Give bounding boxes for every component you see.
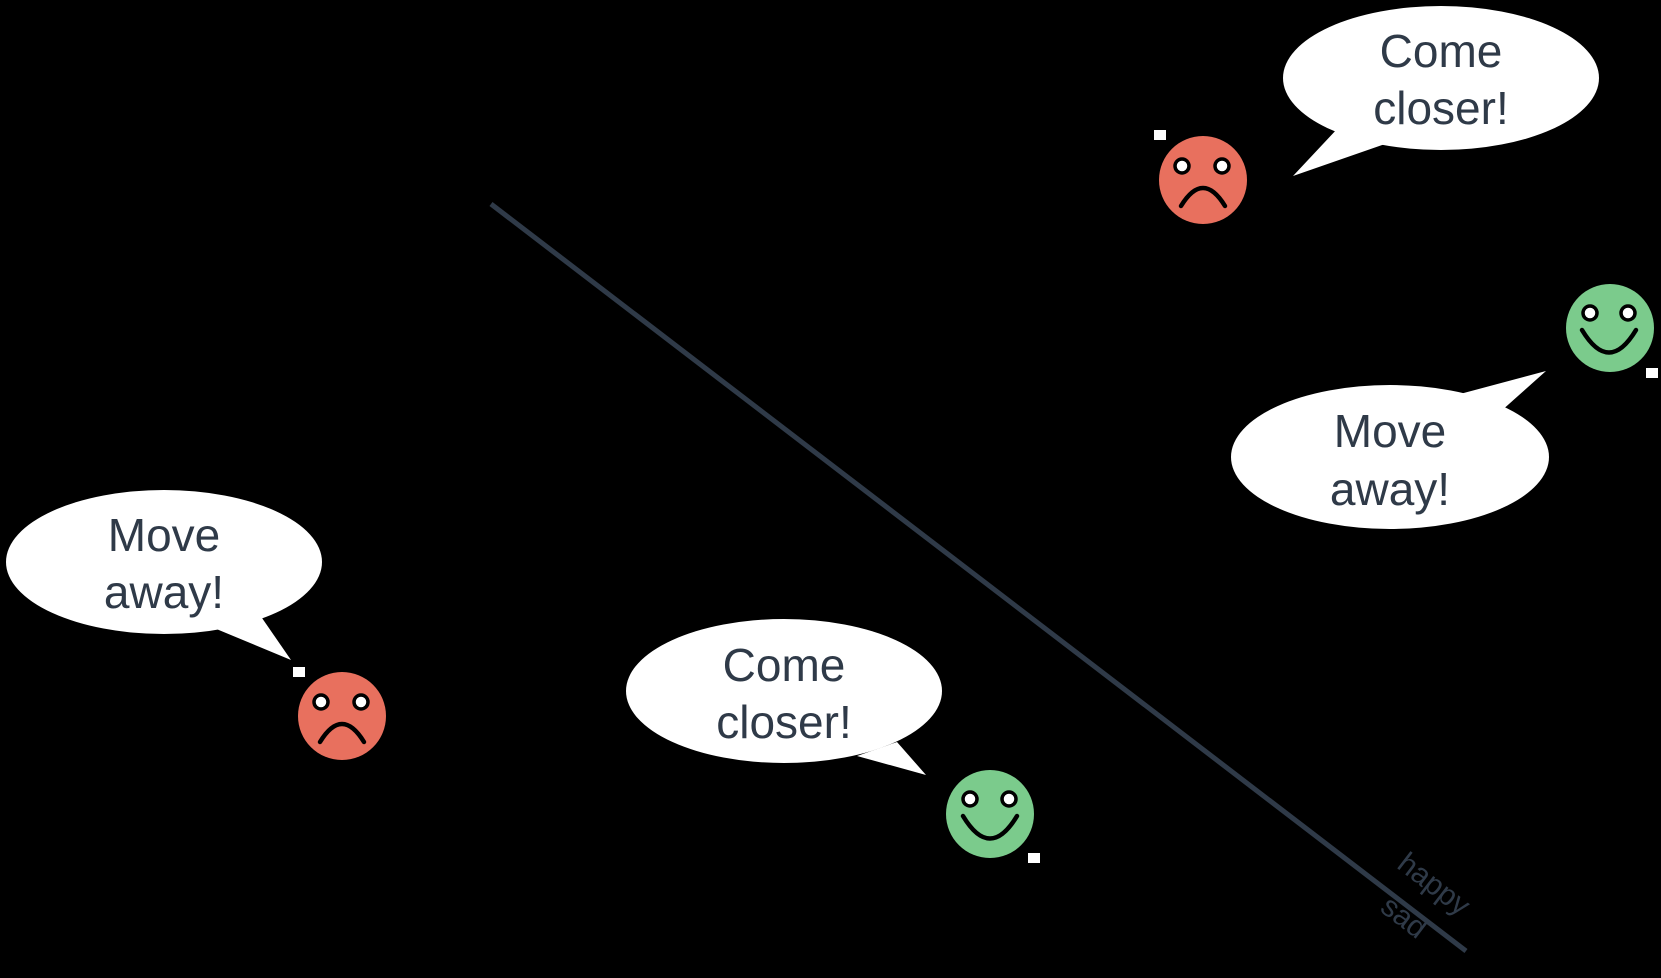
agent-happy-right: Move away! xyxy=(1231,284,1658,529)
speech-line-2: closer! xyxy=(716,696,851,748)
speech-bubble: Move away! xyxy=(6,490,322,660)
speech-line-2: away! xyxy=(104,566,224,618)
speech-line-1: Move xyxy=(1334,405,1446,457)
agent-marker xyxy=(293,667,305,677)
agent-happy-center: Come closer! xyxy=(626,619,1040,863)
agent-sad-top-right: Come closer! xyxy=(1154,6,1599,224)
speech-line-2: closer! xyxy=(1373,82,1508,134)
speech-line-1: Come xyxy=(723,639,846,691)
agent-marker xyxy=(1646,368,1658,378)
speech-bubble: Come closer! xyxy=(1283,6,1599,176)
speech-bubble: Move away! xyxy=(1231,371,1549,529)
sad-face-icon xyxy=(298,672,386,760)
speech-bubble: Come closer! xyxy=(626,619,942,775)
happy-face-icon xyxy=(946,770,1034,858)
speech-line-1: Come xyxy=(1380,25,1503,77)
agent-sad-left: Move away! xyxy=(6,490,386,760)
speech-line-2: away! xyxy=(1330,463,1450,515)
decision-boundary-line xyxy=(489,202,1468,953)
agent-marker xyxy=(1028,853,1040,863)
speech-line-1: Move xyxy=(108,509,220,561)
happy-face-icon xyxy=(1566,284,1654,372)
agent-marker xyxy=(1154,130,1166,140)
sad-face-icon xyxy=(1159,136,1247,224)
